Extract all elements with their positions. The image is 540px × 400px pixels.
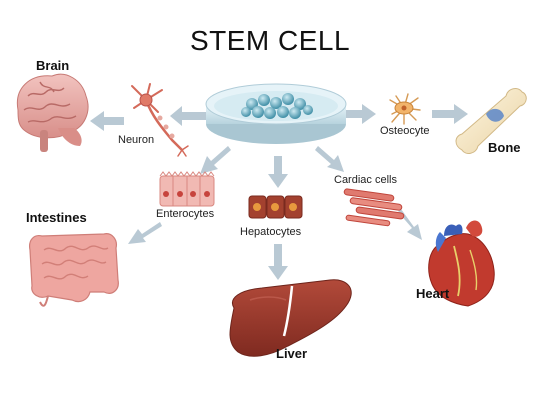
- label-hepatocytes: Hepatocytes: [240, 226, 302, 238]
- arrow-to-enterocytes: [200, 146, 231, 174]
- label-liver: Liver: [276, 346, 308, 361]
- label-osteocyte: Osteocyte: [380, 125, 430, 137]
- label-enterocytes: Enterocytes: [156, 208, 215, 220]
- arrows: [90, 104, 468, 280]
- osteocyte-icon: [389, 93, 421, 125]
- arrow-to-liver: [268, 244, 288, 280]
- arrow-to-osteocyte: [344, 104, 376, 124]
- stem-cells-cluster: [241, 93, 313, 119]
- petri-dish-icon: [205, 83, 347, 144]
- arrow-to-neuron: [170, 106, 206, 126]
- label-heart: Heart: [416, 286, 450, 301]
- enterocytes-icon: [159, 171, 215, 207]
- brain-icon: [16, 73, 89, 152]
- arrow-to-brain: [90, 111, 124, 131]
- label-neuron: Neuron: [118, 134, 155, 146]
- bone-icon: [455, 88, 527, 154]
- cardiac-cells-icon: [343, 188, 405, 227]
- label-bone: Bone: [488, 140, 521, 155]
- intestines-icon: [29, 233, 119, 307]
- arrow-to-hepatocytes: [268, 156, 288, 188]
- arrow-to-intestines: [128, 222, 162, 244]
- liver-icon: [229, 279, 352, 357]
- diagram-title: STEM CELL: [189, 25, 351, 56]
- hepatocytes-icon: [248, 195, 303, 219]
- arrow-to-bone: [432, 104, 468, 124]
- heart-icon: [428, 220, 495, 307]
- label-cardiac-cells: Cardiac cells: [334, 174, 397, 186]
- label-brain: Brain: [36, 58, 70, 73]
- label-intestines: Intestines: [26, 210, 87, 225]
- neuron-icon: [131, 83, 189, 157]
- arrow-to-cardiac: [315, 146, 344, 172]
